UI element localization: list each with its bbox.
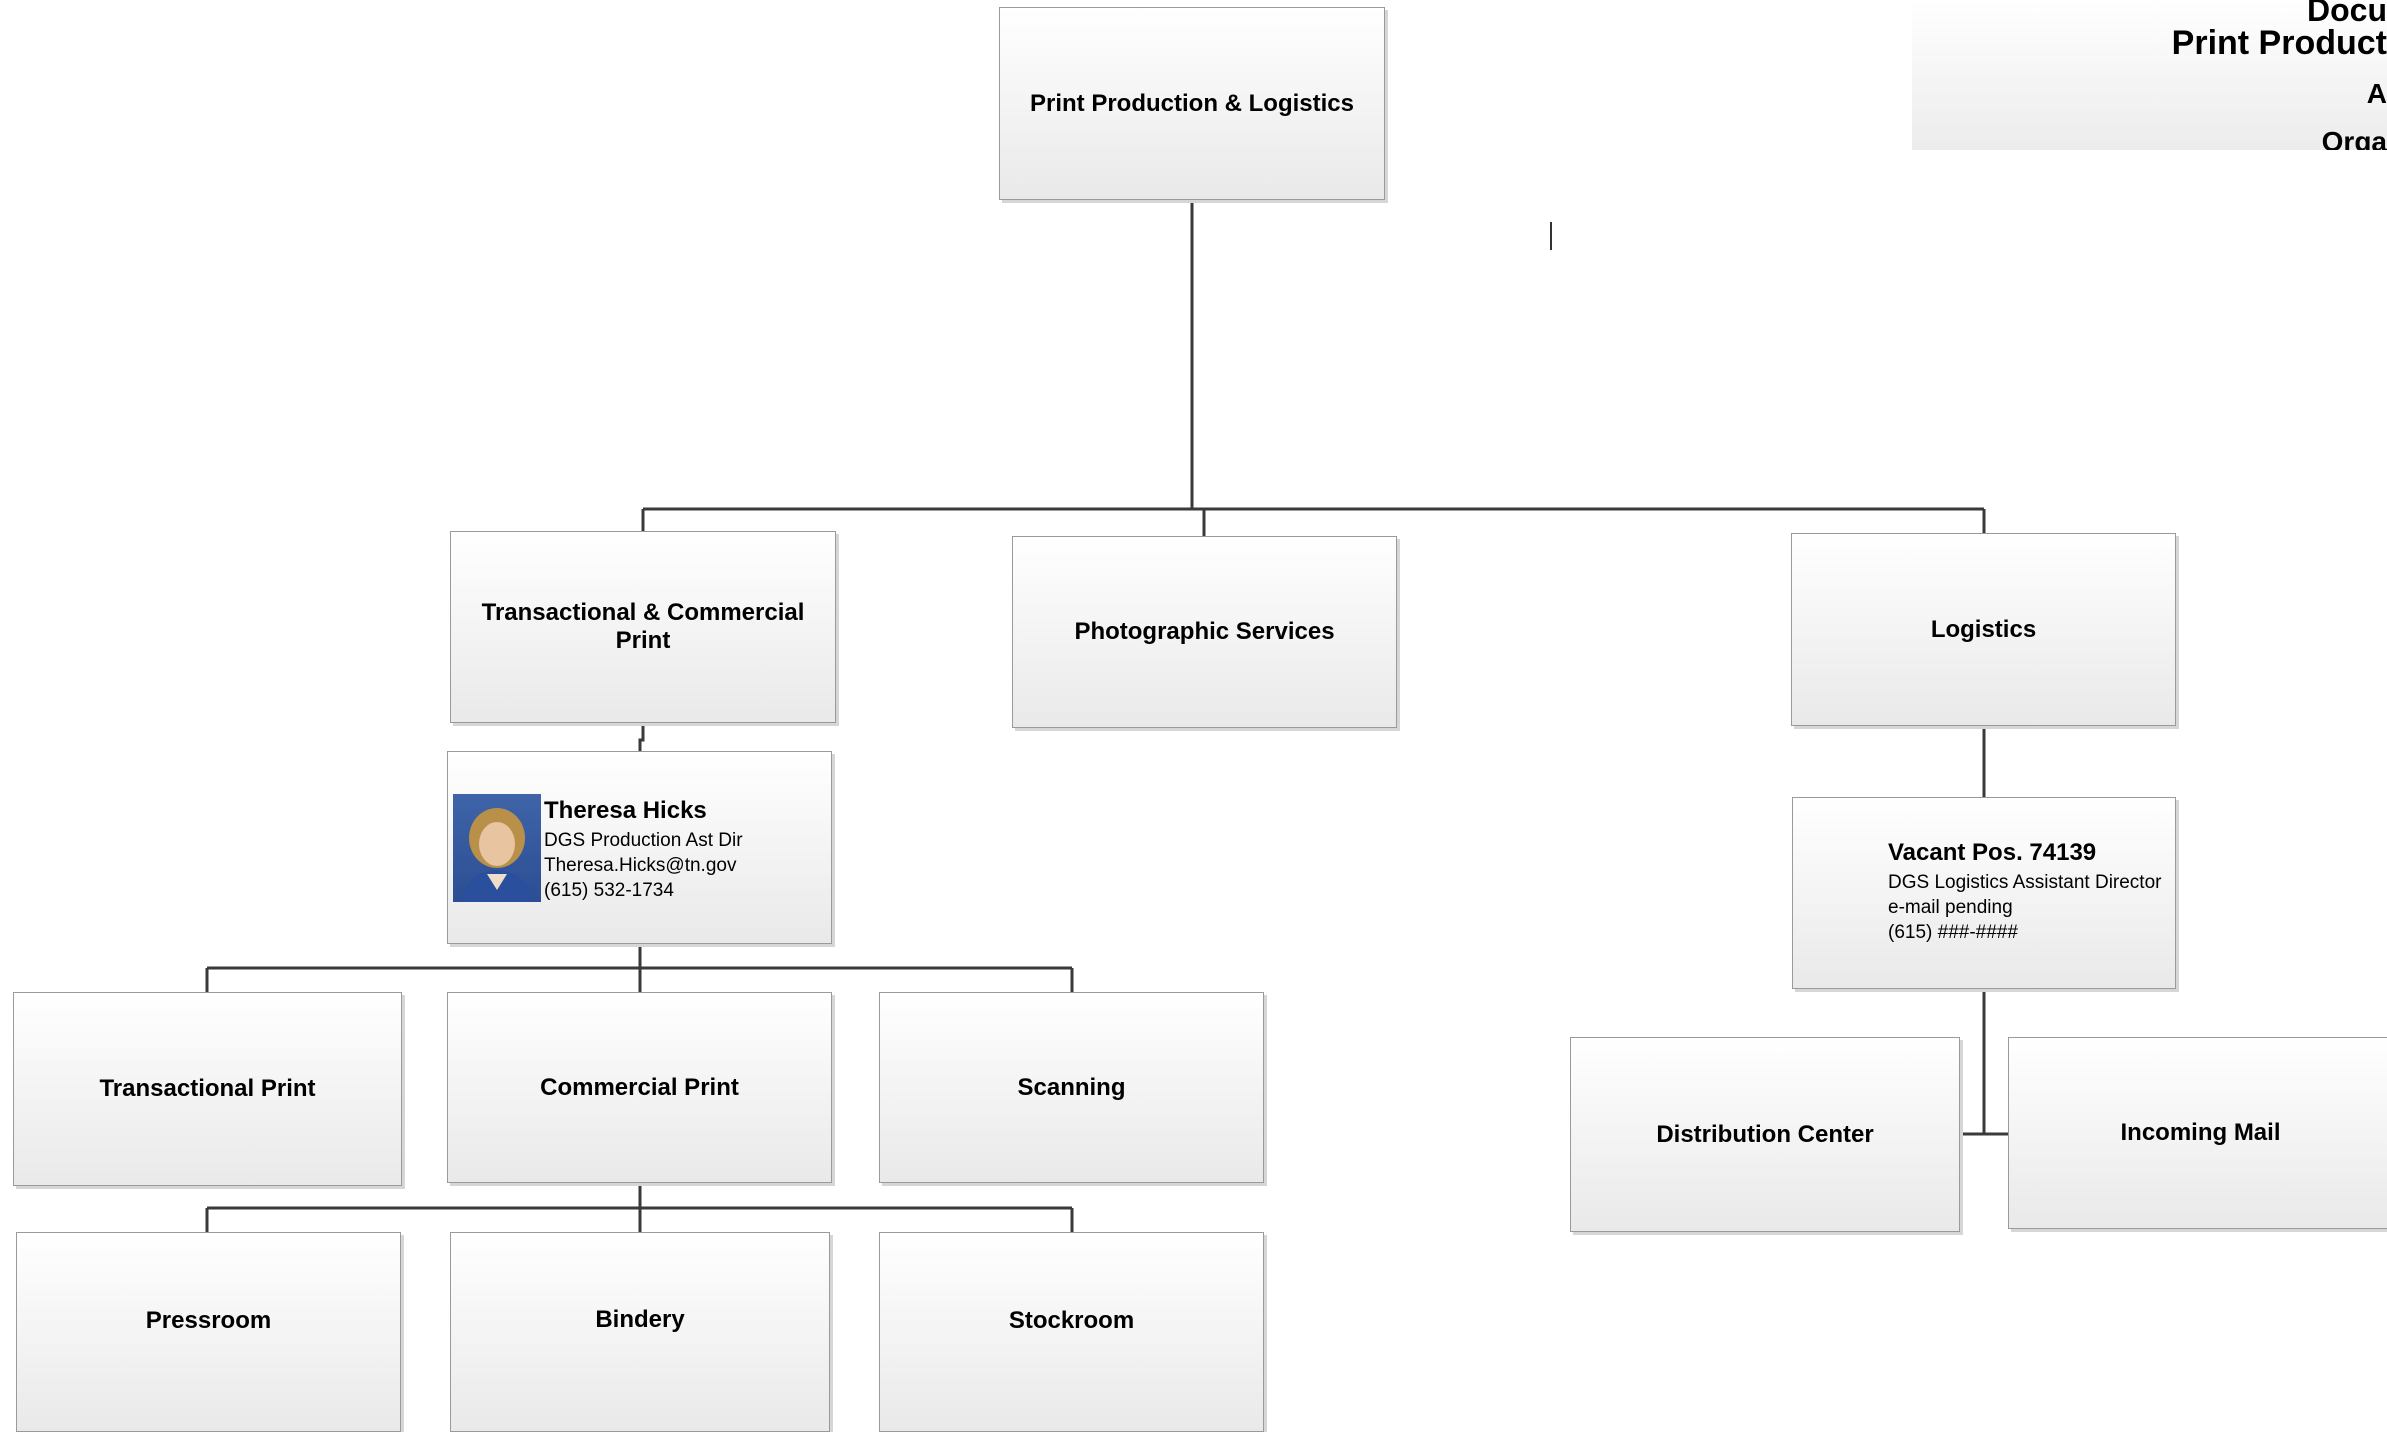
person-name: Vacant Pos. 74139 xyxy=(1888,839,2097,866)
org-box-label: Distribution Center xyxy=(1656,1120,1874,1148)
person-email: e-mail pending xyxy=(1888,897,2013,918)
org-box-label: Bindery xyxy=(595,1306,685,1333)
org-box-photographic-services[interactable]: Photographic Services xyxy=(1012,536,1397,728)
title-line-2: Print Product xyxy=(2171,24,2387,62)
person-card-theresa-hicks[interactable]: Theresa Hicks DGS Production Ast Dir The… xyxy=(447,751,832,944)
org-box-transactional-commercial[interactable]: Transactional & Commercial Print xyxy=(450,531,836,723)
title-line-4: Orga xyxy=(2321,126,2387,150)
org-box-label: Transactional Print xyxy=(99,1075,316,1102)
org-box-stockroom[interactable]: Stockroom xyxy=(879,1232,1264,1432)
person-email[interactable]: Theresa.Hicks@tn.gov xyxy=(544,855,737,876)
org-box-commercial-print[interactable]: Commercial Print xyxy=(447,992,832,1183)
org-box-label: Pressroom xyxy=(145,1307,272,1334)
person-photo-icon xyxy=(453,794,541,902)
title-line-1: Docu xyxy=(2307,0,2387,28)
org-box-label: Stockroom xyxy=(1008,1307,1135,1334)
org-box-label: Incoming Mail xyxy=(2120,1119,2281,1146)
org-box-label: Print Production & Logistics xyxy=(1029,89,1354,117)
org-box-scanning[interactable]: Scanning xyxy=(879,992,1264,1183)
person-phone: (615) 532-1734 xyxy=(544,880,674,901)
text-cursor xyxy=(1550,222,1552,250)
org-box-transactional-print[interactable]: Transactional Print xyxy=(13,992,402,1186)
title-block: Docu Print Product A Orga xyxy=(1912,0,2387,150)
person-title: DGS Production Ast Dir xyxy=(544,830,743,851)
org-box-bindery[interactable]: Bindery xyxy=(450,1232,830,1432)
org-box-pressroom[interactable]: Pressroom xyxy=(16,1232,401,1432)
person-title: DGS Logistics Assistant Director xyxy=(1888,872,2162,893)
title-line-3: A xyxy=(2366,78,2387,109)
org-box-logistics[interactable]: Logistics xyxy=(1791,533,2176,726)
org-box-label: Transactional & Commercial Print xyxy=(481,599,805,654)
org-box-incoming-mail[interactable]: Incoming Mail xyxy=(2008,1037,2387,1229)
org-box-distribution-center[interactable]: Distribution Center xyxy=(1570,1037,1960,1232)
org-box-label: Scanning xyxy=(1017,1073,1126,1101)
person-phone: (615) ###-#### xyxy=(1888,922,2018,943)
org-box-root[interactable]: Print Production & Logistics xyxy=(999,7,1385,200)
org-box-label: Logistics xyxy=(1930,615,2037,643)
org-box-label: Photographic Services xyxy=(1074,618,1335,645)
person-card-vacant-position[interactable]: Vacant Pos. 74139 DGS Logistics Assistan… xyxy=(1792,797,2176,989)
person-name: Theresa Hicks xyxy=(544,797,707,824)
connector-tc-to-theresa xyxy=(638,723,645,751)
org-box-label: Commercial Print xyxy=(540,1073,739,1101)
